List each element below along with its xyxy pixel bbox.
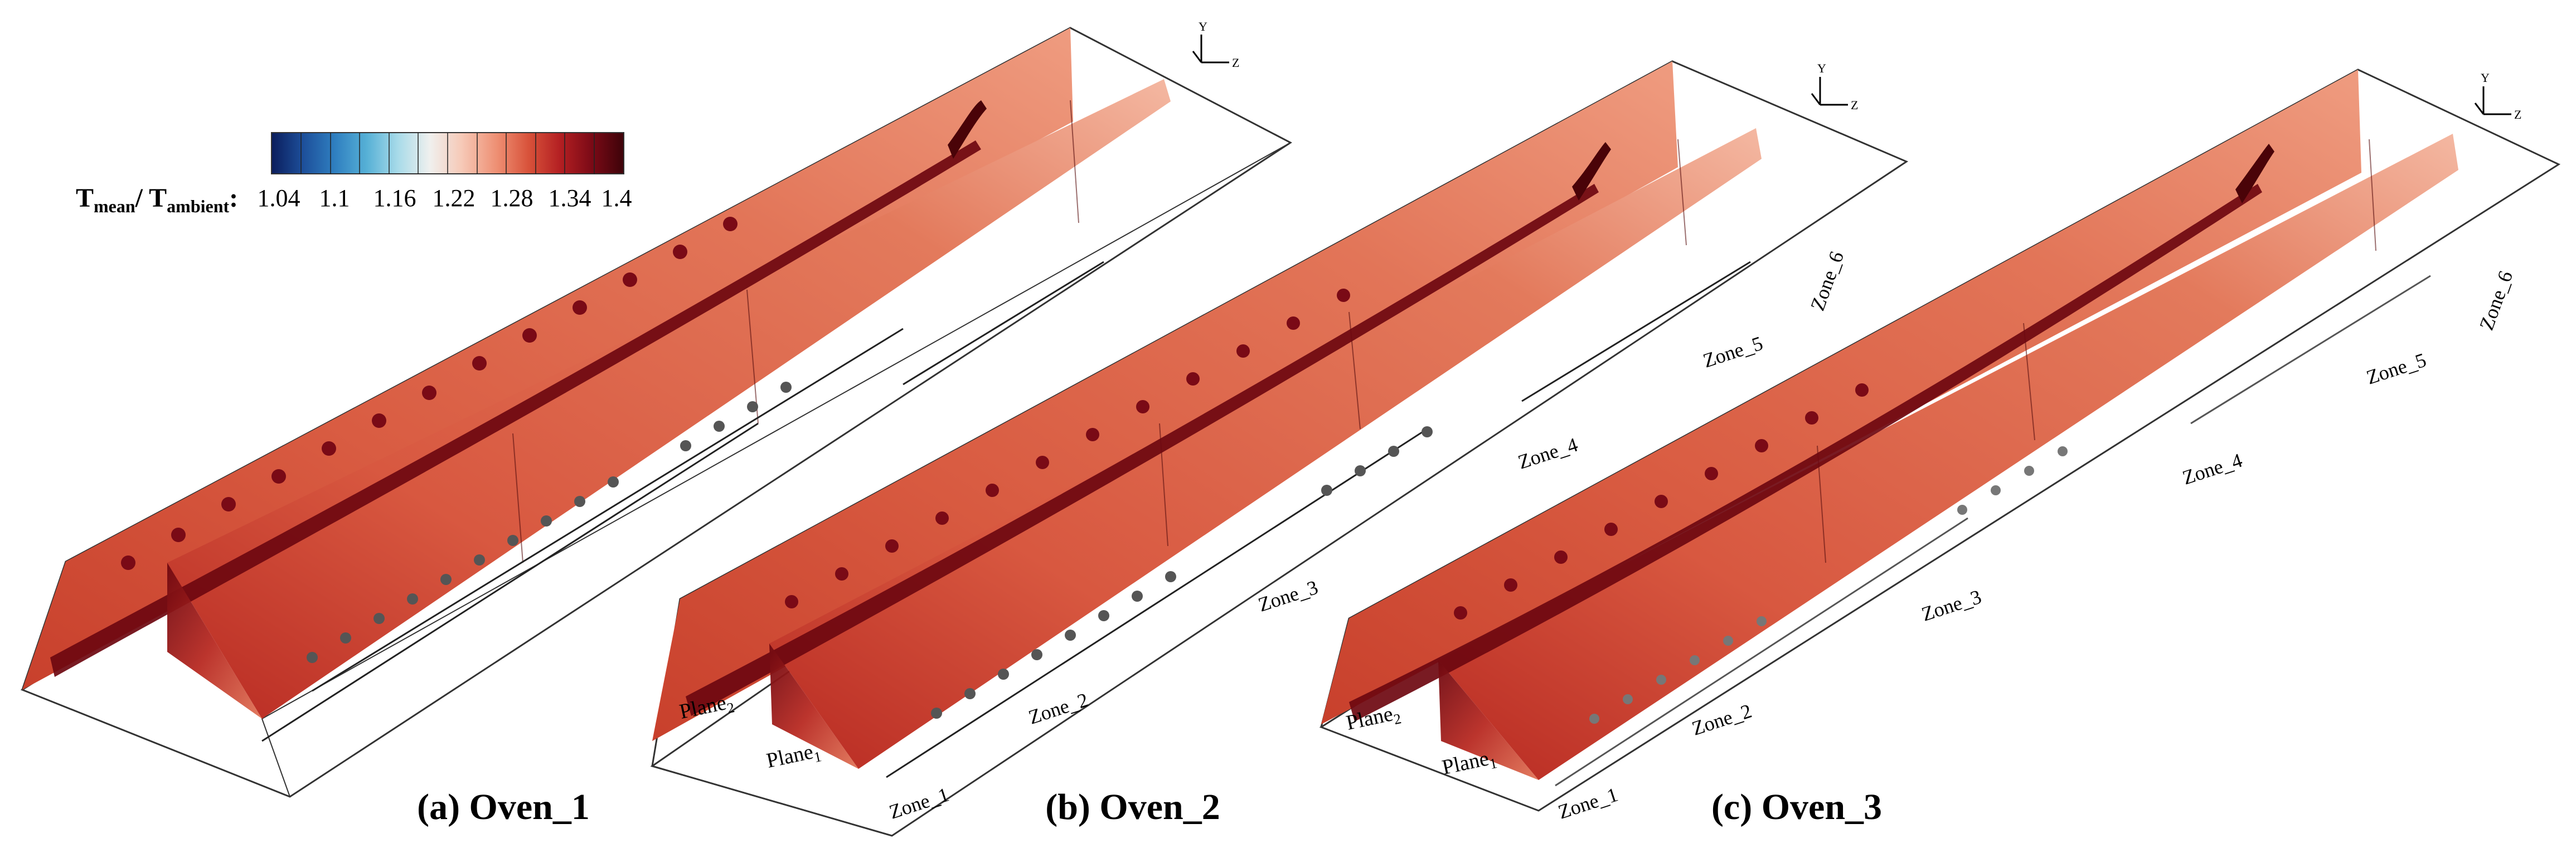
axes-triad-a: Y Z xyxy=(1192,20,1239,70)
colorbar: Tmean/ Tambient: 1.04 1.1 1.16 1.22 1.28… xyxy=(76,132,632,216)
temperature-plane-1 xyxy=(769,128,1762,769)
plane-1-label: Plane1 xyxy=(1440,745,1498,782)
axis-label-y: Y xyxy=(1817,61,1826,75)
colorbar-tick: 1.28 xyxy=(491,184,533,212)
colorbar-tick: 1.4 xyxy=(601,184,632,212)
zone-label: Zone_4 xyxy=(2180,449,2245,489)
floor-components xyxy=(886,261,1751,778)
zone-label: Zone_2 xyxy=(1689,700,1754,740)
zone-label: Zone_6 xyxy=(1806,248,1848,314)
axis-label-y: Y xyxy=(2481,71,2490,85)
zone-label: Zone_3 xyxy=(1255,576,1321,616)
zone-label: Zone_1 xyxy=(1555,783,1621,823)
caption-oven-1: (a) Oven_1 xyxy=(417,787,590,827)
panel-oven-2: Plane2 Plane1 Zone_1 Zone_2 Zone_3 Zone_… xyxy=(650,60,1909,837)
zone-label: Zone_2 xyxy=(1026,689,1091,729)
nozzle-jet-blobs xyxy=(785,289,1350,608)
temperature-plane-1 xyxy=(1438,134,2458,780)
hot-jet-band xyxy=(1349,184,2262,722)
colorbar-tick: 1.1 xyxy=(319,184,350,212)
hot-jet-band xyxy=(686,184,1599,716)
nozzle-clusters xyxy=(1589,446,2068,724)
zone-label: Zone_5 xyxy=(2364,349,2429,389)
floor-components xyxy=(1555,275,2431,787)
nozzle-clusters xyxy=(307,382,792,663)
hot-jet-band-tail xyxy=(1572,142,1611,201)
zone-label: Zone_5 xyxy=(1700,332,1765,372)
hot-jet-band xyxy=(50,140,981,677)
temperature-plane-1 xyxy=(167,79,1171,719)
panel-oven-1 xyxy=(20,27,1292,798)
axes-triad-c: Y Z xyxy=(2474,71,2521,121)
axes-triad-b: Y Z xyxy=(1811,61,1858,112)
zone-label: Zone_6 xyxy=(2475,268,2517,333)
colorbar-tick: 1.04 xyxy=(258,184,300,212)
colorbar-ticks: 1.04 1.1 1.16 1.22 1.28 1.34 1.4 xyxy=(258,184,632,212)
axis-label-y: Y xyxy=(1199,20,1207,33)
zone-label: Zone_3 xyxy=(1919,586,1984,626)
caption-oven-3: (c) Oven_3 xyxy=(1711,787,1882,827)
nozzle-jet-blobs xyxy=(121,217,738,570)
nozzle-clusters xyxy=(931,426,1433,719)
inlet-section xyxy=(167,563,262,719)
nozzle-jet-blobs xyxy=(1454,383,1869,620)
colorbar-tick: 1.34 xyxy=(549,184,591,212)
inlet-section xyxy=(769,644,858,769)
colorbar-tick: 1.22 xyxy=(433,184,476,212)
colorbar-label: Tmean/ Tambient: xyxy=(76,183,238,216)
zone-section-lines xyxy=(512,100,1079,563)
axis-label-z: Z xyxy=(1232,56,1239,70)
caption-oven-2: (b) Oven_2 xyxy=(1045,787,1220,827)
temperature-plane-2 xyxy=(1321,70,2361,724)
hot-jet-band-tail xyxy=(2235,144,2274,203)
inlet-section xyxy=(1438,660,1539,780)
colorbar-dividers xyxy=(300,133,595,174)
axis-label-z: Z xyxy=(2514,108,2521,121)
colorbar-tick: 1.16 xyxy=(373,184,416,212)
hot-jet-band-tail xyxy=(948,100,987,159)
axis-label-z: Z xyxy=(1851,98,1858,112)
zone-label: Zone_4 xyxy=(1515,433,1580,474)
floor-components xyxy=(261,261,1104,742)
